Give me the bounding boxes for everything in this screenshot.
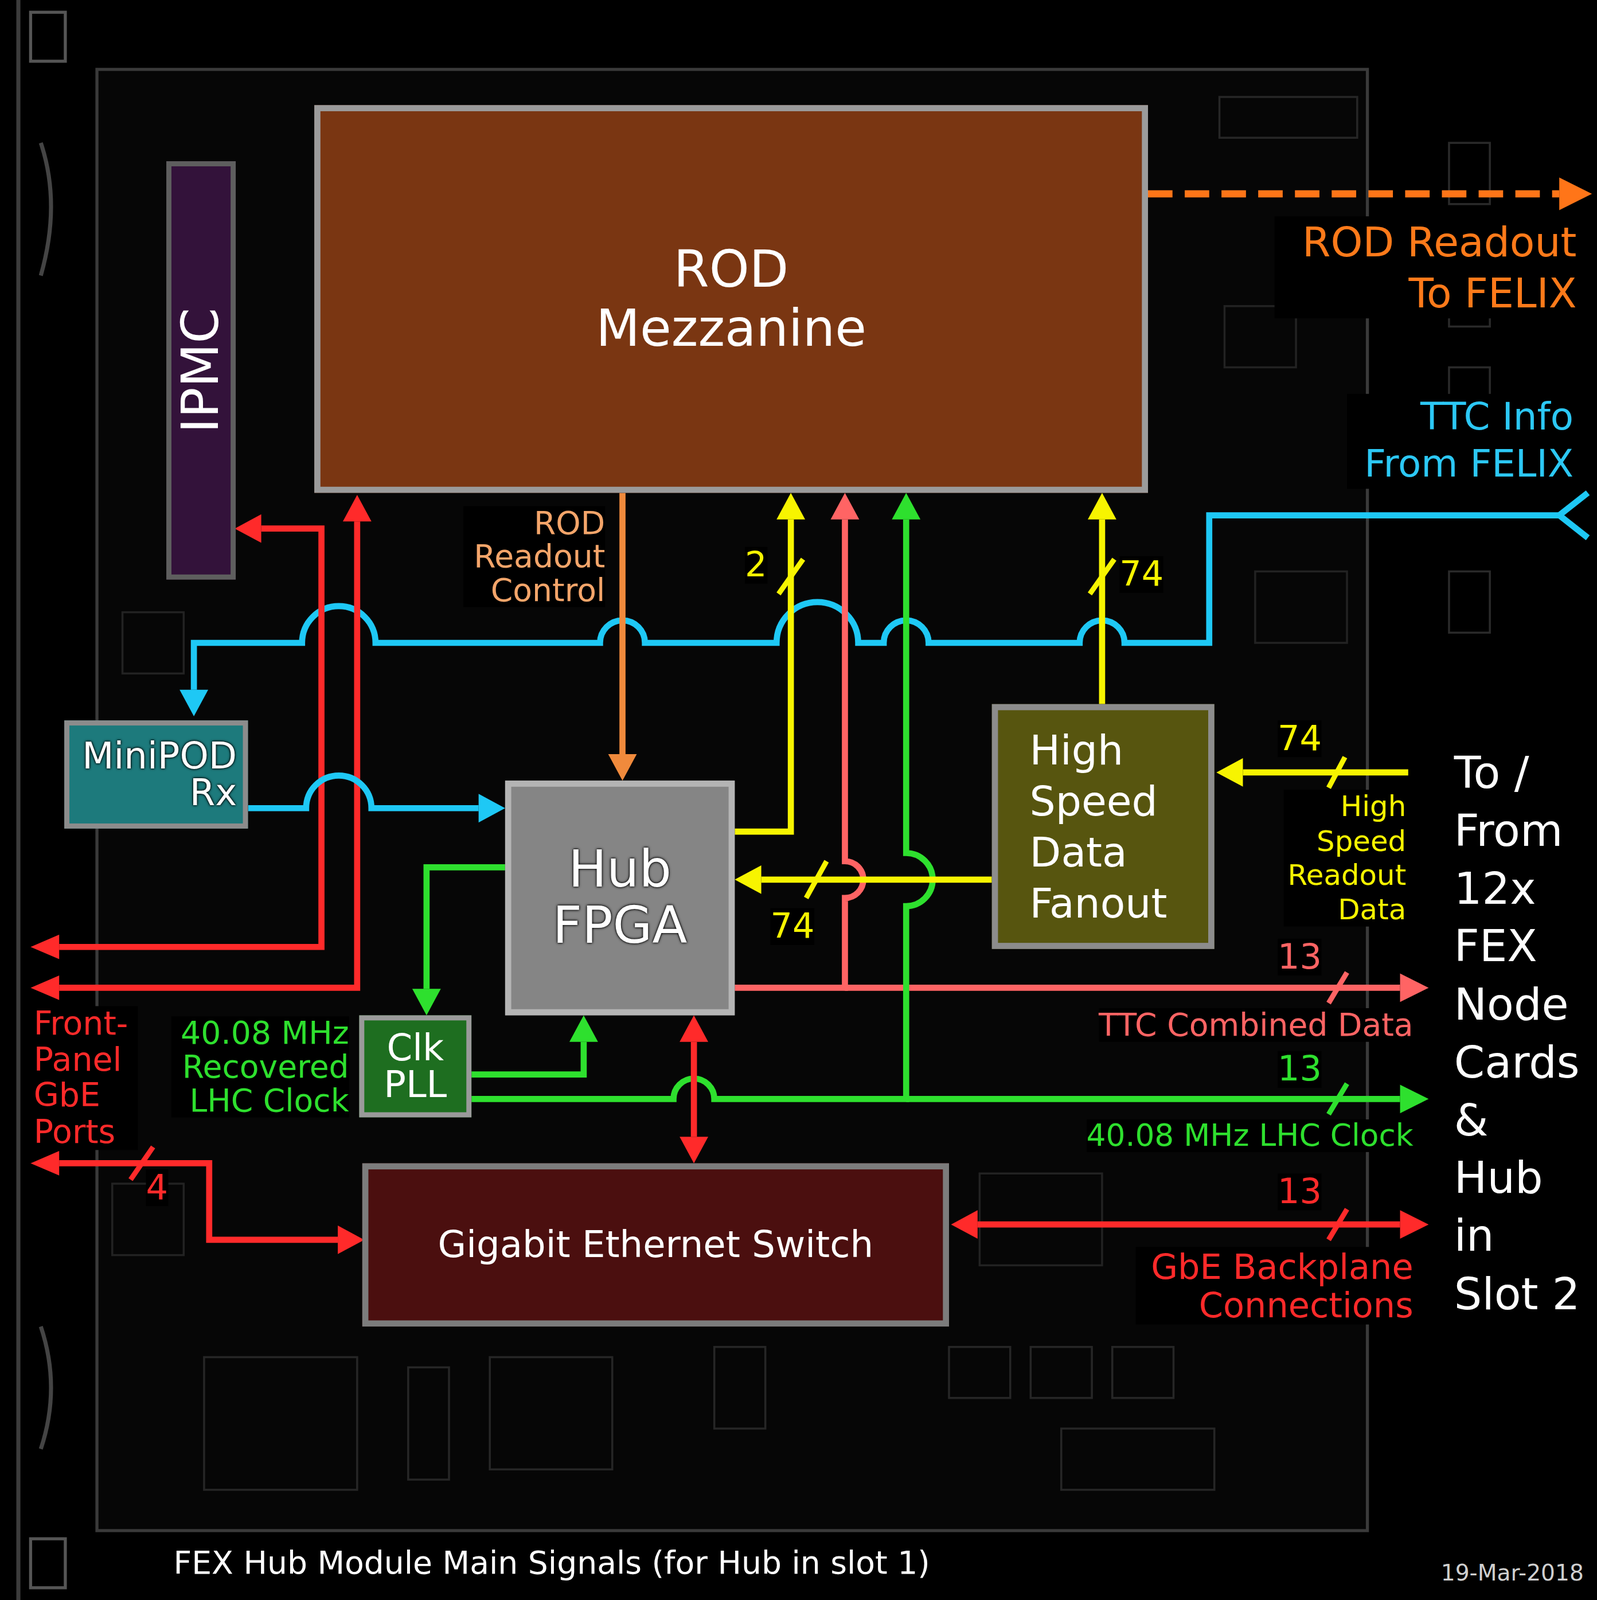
signal-name: GbE Backplane Connections xyxy=(1135,1246,1414,1325)
signal-name: 40.08 MHz LHC Clock xyxy=(1086,1119,1414,1152)
bus-width: 74 xyxy=(1277,720,1322,757)
arrow-head xyxy=(679,1136,709,1163)
input-label: TTC Info From FELIX xyxy=(1346,393,1574,489)
date-stamp: 19-Mar-2018 xyxy=(1441,1560,1584,1585)
box-label: ROD Mezzanine xyxy=(588,239,874,358)
signal-arrow xyxy=(608,492,638,781)
port-label: Front-Panel GbE Ports xyxy=(33,1005,139,1150)
arrow-head xyxy=(776,492,806,519)
arrow-head xyxy=(1087,492,1117,519)
signal-arrow xyxy=(1087,492,1117,704)
signal-arrow xyxy=(734,865,992,894)
destination-label: To / From 12x FEX Node Cards & Hub in Sl… xyxy=(1454,743,1587,1323)
ttc-combined-wire xyxy=(844,972,1429,1003)
bus-width: 4 xyxy=(145,1169,169,1206)
output-label: ROD Readout To FELIX xyxy=(1274,216,1577,319)
signal-name: 40.08 MHz Recovered LHC Clock xyxy=(172,1016,350,1118)
signal-arrow xyxy=(412,867,506,1015)
signal-arrow xyxy=(679,1014,709,1163)
box-label: Hub FPGA xyxy=(538,841,702,955)
box-label: Gigabit Ethernet Switch xyxy=(438,1222,874,1267)
pll-box: Clk PLL xyxy=(358,1014,472,1118)
signal-line xyxy=(471,1041,584,1075)
backplane-wire xyxy=(951,1209,1429,1240)
readout-input-wire xyxy=(1216,756,1409,788)
arrow-head xyxy=(891,492,921,519)
signal-arrow xyxy=(734,492,864,988)
rod-readout-wire xyxy=(1148,177,1592,211)
signal-arrow xyxy=(248,775,506,823)
signal-arrow xyxy=(734,492,806,832)
signal-line xyxy=(734,519,791,832)
signal-name: TTC Combined Data xyxy=(1098,1008,1414,1042)
arrow-head xyxy=(679,1014,709,1042)
box-label: High Speed Data Fanout xyxy=(1029,724,1177,929)
arrow-head xyxy=(734,865,761,894)
signal-line xyxy=(734,519,864,989)
bus-width: 13 xyxy=(1277,1051,1322,1088)
caption: FEX Hub Module Main Signals (for Hub in … xyxy=(173,1545,931,1580)
front-panel-wire xyxy=(30,494,372,1255)
receiver-box: MiniPOD Rx xyxy=(64,720,249,829)
lhc-clock-wire xyxy=(906,1083,1429,1115)
switch-box: Gigabit Ethernet Switch xyxy=(362,1162,950,1327)
box-label: IPMC xyxy=(174,307,226,434)
edge-label: ROD Readout Control xyxy=(462,506,605,608)
signal-line xyxy=(761,876,993,883)
arrow-head xyxy=(569,1014,599,1042)
fpga-box: Hub FPGA xyxy=(505,780,735,1015)
edge-label: 74 xyxy=(1119,556,1164,593)
bus-width: 13 xyxy=(1277,1173,1322,1210)
bus-width: 13 xyxy=(1277,938,1322,976)
box-label: MiniPOD Rx xyxy=(75,737,237,811)
signal-line xyxy=(426,867,506,989)
mezzanine-box: ROD Mezzanine xyxy=(314,104,1149,493)
arrow-head xyxy=(608,754,638,781)
signal-line xyxy=(1099,519,1106,705)
edge-label: 2 xyxy=(744,547,768,584)
signal-name: High Speed Readout Data xyxy=(1283,789,1407,927)
signal-line xyxy=(690,1041,698,1137)
signal-arrow xyxy=(471,1014,599,1075)
arrow-head xyxy=(412,988,441,1015)
arrow-head xyxy=(478,793,506,823)
box-label: Clk PLL xyxy=(376,1029,455,1103)
ttc-info-wire xyxy=(179,492,1588,717)
signal-line xyxy=(248,775,479,808)
fanout-box: High Speed Data Fanout xyxy=(992,704,1215,950)
signal-line xyxy=(619,492,626,755)
ipmc-box: IPMC xyxy=(165,161,236,580)
arrow-head xyxy=(830,492,860,519)
edge-label: 74 xyxy=(770,908,815,946)
